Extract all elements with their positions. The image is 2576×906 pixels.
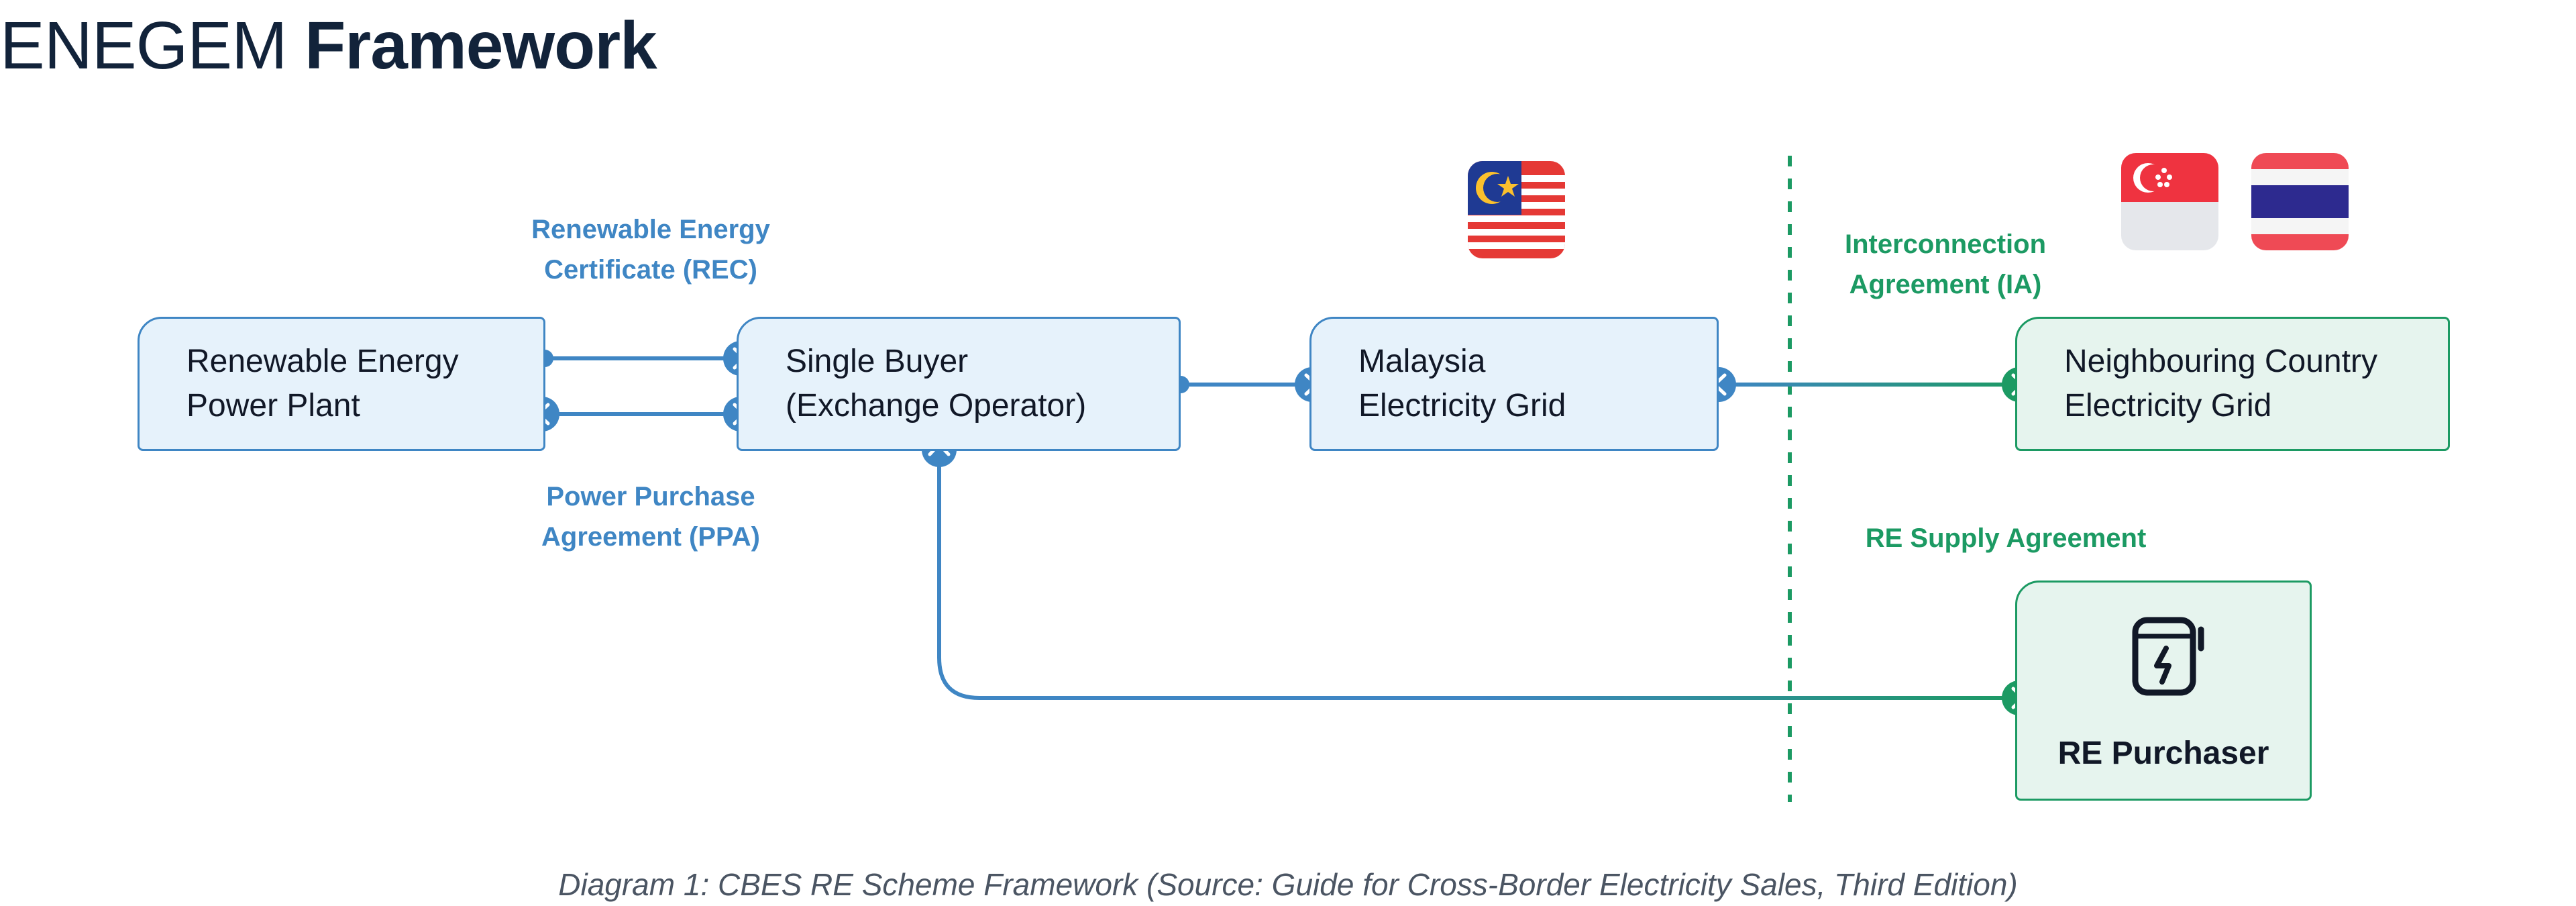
ev-charger-icon	[2132, 617, 2204, 696]
malaysia-flag	[1468, 161, 1565, 258]
node-label: RE Purchaser	[2057, 736, 2269, 771]
supply-connector	[937, 451, 2017, 700]
edge-label-ia: Interconnection Agreement (IA)	[1844, 230, 2047, 299]
node-re-power-plant: Renewable Energy Power Plant	[138, 317, 545, 451]
title-bold: Framework	[305, 8, 657, 83]
title-light: ENEGEM	[0, 8, 287, 83]
node-label: Neighbouring Country Electricity Grid	[2064, 344, 2377, 423]
node-label: Renewable Energy Power Plant	[186, 344, 459, 423]
node-malaysia-grid: Malaysia Electricity Grid	[1309, 317, 1719, 451]
node-neighbour-grid: Neighbouring Country Electricity Grid	[2015, 317, 2450, 451]
page-title: ENEGEM Framework	[0, 5, 657, 86]
node-label: Single Buyer (Exchange Operator)	[786, 344, 1087, 423]
node-label: Malaysia Electricity Grid	[1358, 344, 1566, 423]
node-re-purchaser: RE Purchaser	[2015, 581, 2312, 801]
edge-label-supply: RE Supply Agreement	[1865, 523, 2147, 553]
node-single-buyer: Single Buyer (Exchange Operator)	[737, 317, 1181, 451]
singapore-flag	[2121, 153, 2218, 250]
edge-label-ppa: Power Purchase Agreement (PPA)	[541, 482, 760, 552]
edge-label-rec: Renewable Energy Certificate (REC)	[531, 215, 770, 285]
thailand-flag	[2251, 153, 2349, 250]
diagram-caption: Diagram 1: CBES RE Scheme Framework (Sou…	[558, 867, 2018, 902]
